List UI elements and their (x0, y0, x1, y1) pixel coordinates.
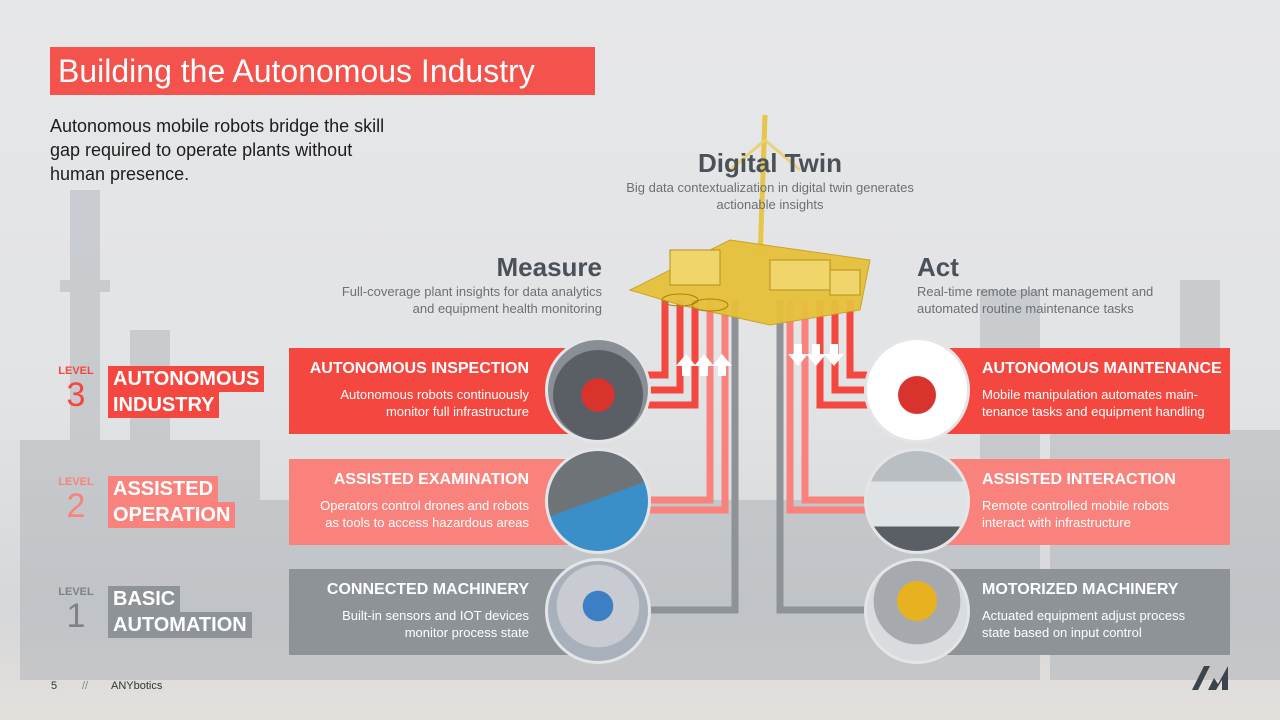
category-line: INDUSTRY (108, 392, 220, 418)
drone-operator-photo (545, 448, 651, 554)
arrow-icons (676, 344, 844, 376)
card-text: Operators control drones and robots as t… (320, 498, 529, 530)
card-text: Remote controlled mobile robots interact… (982, 498, 1170, 530)
level-number: 3 (66, 376, 86, 414)
act-heading: Act (917, 252, 959, 282)
category-line: OPERATION (108, 502, 236, 528)
card-title: CONNECTED MACHINERY (326, 581, 529, 598)
autonomous-maintenance-card: AUTONOMOUS MAINTENANCE Mobile manipulati… (930, 348, 1230, 434)
digital-twin-plant-graphic (628, 114, 871, 326)
anybotics-logo-icon (1192, 666, 1228, 690)
level-number: 1 (66, 597, 86, 635)
card-title: ASSISTED INTERACTION (982, 471, 1176, 488)
card-text: Mobile manipulation automates main-tenan… (982, 387, 1205, 419)
level-3-indicator: LEVEL 3 (55, 365, 97, 413)
level-3-category: AUTONOMOUS INDUSTRY (108, 366, 265, 418)
motorized-machinery-card: MOTORIZED MACHINERY Actuated equipment a… (930, 569, 1230, 655)
maintenance-robot-photo (864, 337, 970, 443)
digital-twin-text: Big data contextualization in digital tw… (626, 180, 914, 212)
card-title: ASSISTED EXAMINATION (333, 471, 529, 488)
page-subtitle: Autonomous mobile robots bridge the skil… (50, 116, 385, 184)
remote-control-screen-photo (864, 448, 970, 554)
level-1-category: BASIC AUTOMATION (108, 586, 252, 638)
measure-heading: Measure (496, 252, 603, 282)
card-title: AUTONOMOUS MAINTENANCE (982, 360, 1222, 377)
connected-machinery-card: CONNECTED MACHINERY Built-in sensors and… (289, 569, 589, 655)
measure-text: Full-coverage plant insights for data an… (341, 284, 602, 316)
level-1-indicator: LEVEL 1 (55, 586, 97, 634)
inspection-robot-photo (545, 337, 651, 443)
footer-brand: ANYbotics (111, 680, 163, 692)
level-number: 2 (66, 487, 86, 525)
category-line: AUTOMATION (108, 612, 252, 638)
card-text: Actuated equipment adjust process state … (982, 608, 1186, 640)
category-line: BASIC (108, 586, 181, 612)
assisted-interaction-card: ASSISTED INTERACTION Remote controlled m… (930, 459, 1230, 545)
card-text: Built-in sensors and IOT devices monitor… (342, 608, 529, 640)
footer-separator: // (82, 680, 89, 692)
autonomous-inspection-card: AUTONOMOUS INSPECTION Autonomous robots … (289, 348, 589, 434)
card-title: AUTONOMOUS INSPECTION (309, 360, 529, 377)
card-text: Autonomous robots continuously monitor f… (340, 387, 529, 419)
act-text: Real-time remote plant management and au… (917, 284, 1154, 316)
iot-sensor-photo (545, 558, 651, 664)
level-label: LEVEL (58, 476, 94, 488)
category-line: ASSISTED (108, 476, 219, 502)
category-line: AUTONOMOUS (108, 366, 265, 392)
level-label: LEVEL (58, 365, 94, 377)
assisted-examination-card: ASSISTED EXAMINATION Operators control d… (289, 459, 589, 545)
level-label: LEVEL (58, 586, 94, 598)
level-2-category: ASSISTED OPERATION (108, 476, 236, 528)
page-title: Building the Autonomous Industry (50, 47, 595, 95)
motorized-valve-photo (864, 558, 970, 664)
card-title: MOTORIZED MACHINERY (982, 581, 1179, 598)
level-2-indicator: LEVEL 2 (55, 476, 97, 524)
digital-twin-heading: Digital Twin (698, 148, 842, 178)
page-number: 5 (51, 680, 58, 692)
